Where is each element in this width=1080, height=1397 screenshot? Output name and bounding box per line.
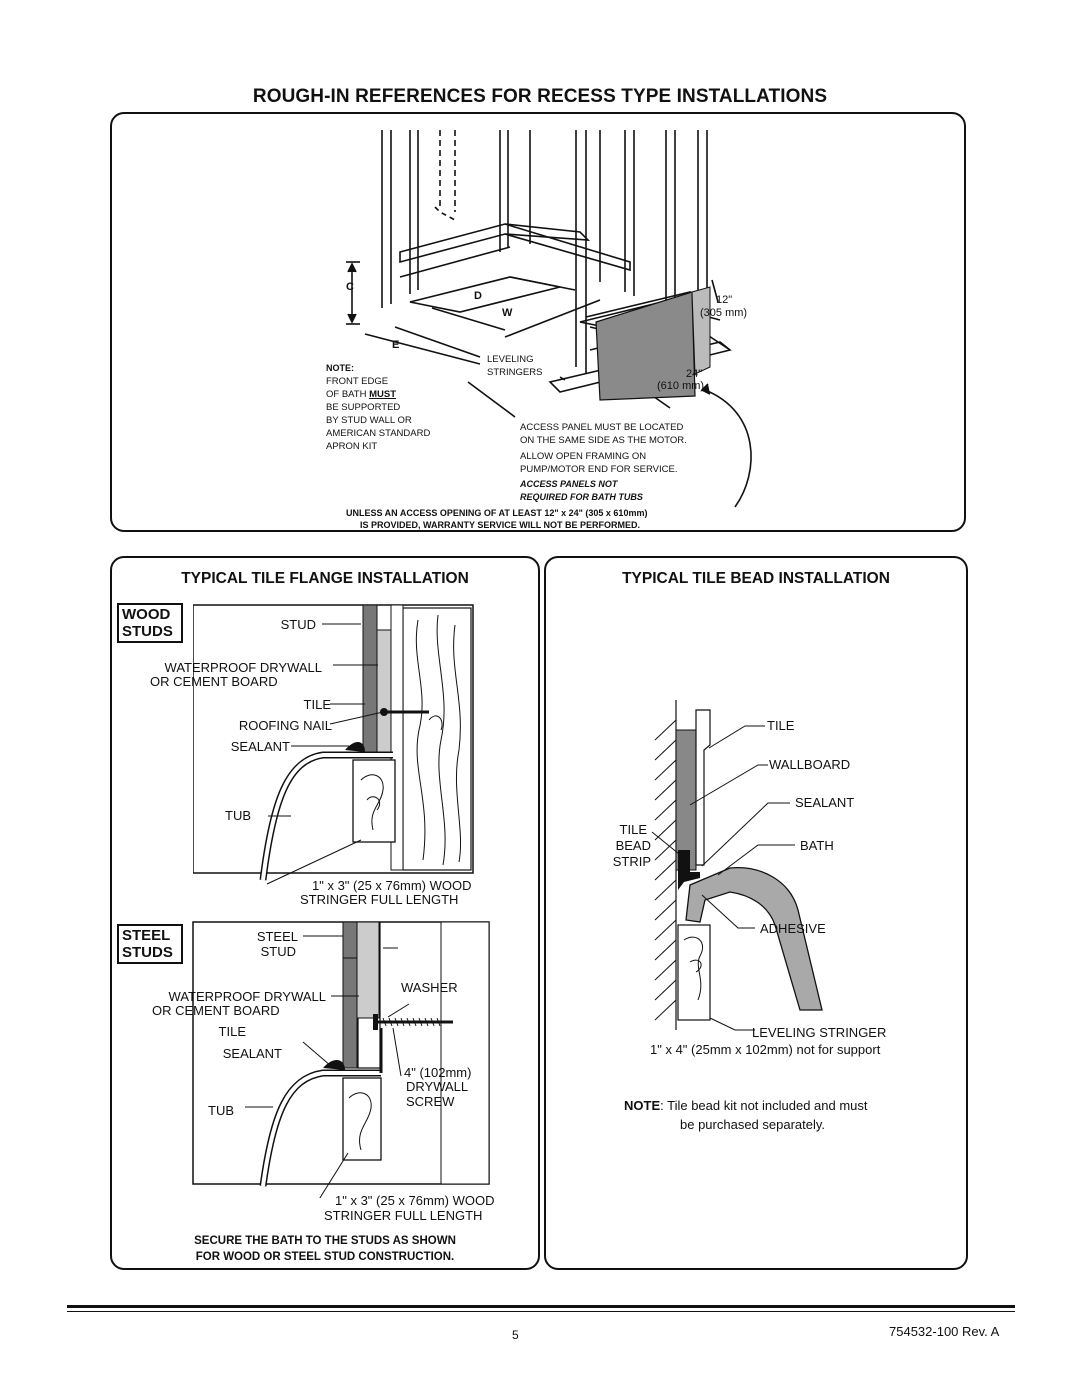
bead-note-label: NOTE (624, 1098, 661, 1113)
bead-note-text: : Tile bead kit not included and must (660, 1098, 868, 1113)
bead-strip-label-1: TILE (619, 822, 647, 837)
footer-rule-bottom (67, 1311, 1015, 1312)
bead-sealant-label: SEALANT (795, 795, 855, 810)
dim-305-label: (305 mm) (700, 307, 748, 319)
note-line-4: BE SUPPORTED (326, 402, 401, 413)
steel-tile-label: TILE (218, 1024, 246, 1039)
dim-12-label: 12" (716, 294, 733, 306)
wood-badge-line-1: WOOD (122, 606, 171, 623)
allow-line-2: PUMP/MOTOR END FOR SERVICE. (520, 464, 678, 475)
wood-sealant-label: SEALANT (230, 739, 290, 754)
access-line-1: ACCESS PANEL MUST BE LOCATED (520, 422, 684, 433)
note-line-5: BY STUD WALL OR (326, 415, 412, 426)
leveling-label-2: STRINGERS (487, 367, 543, 378)
bead-note-line-2: be purchased separately. (680, 1117, 826, 1132)
screw-label-1: 4" (102mm) (404, 1065, 472, 1080)
note-line-2: OF BATH MUST (326, 389, 397, 400)
dim-610-label: (610 mm) (657, 380, 705, 392)
dim-c-label: C (346, 281, 354, 293)
page-title: ROUGH-IN REFERENCES FOR RECESS TYPE INST… (252, 86, 828, 107)
bead-note-line-1: NOTE: Tile bead kit not included and mus… (624, 1098, 868, 1113)
wood-badge-line-2: STUDS (122, 623, 173, 640)
dim-24-label: 24" (686, 368, 703, 380)
wood-stud-label: STUD (280, 617, 316, 632)
not-required-2: REQUIRED FOR BATH TUBS (520, 492, 643, 502)
note-line-6: AMERICAN STANDARD (326, 428, 431, 439)
roofing-nail-label: ROOFING NAIL (238, 718, 332, 733)
screw-label-2: DRYWALL (406, 1079, 469, 1094)
tile-bead-panel (544, 556, 968, 1270)
bead-strip-label-2: BEAD (615, 838, 651, 853)
dim-d-label: D (474, 290, 482, 302)
secure-note-1: SECURE THE BATH TO THE STUDS AS SHOWN (194, 1235, 456, 1247)
steel-studs-badge: STEEL STUDS (117, 924, 183, 964)
wood-drywall-label-2: OR CEMENT BOARD (150, 674, 278, 689)
footer-rule-top (67, 1305, 1015, 1308)
access-line-2: ON THE SAME SIDE AS THE MOTOR. (520, 435, 687, 446)
steel-stud-label-1: STEEL (256, 929, 298, 944)
bead-adhesive-label: ADHESIVE (760, 921, 826, 936)
dim-e-label: E (392, 339, 400, 351)
rough-in-framing-drawing (346, 130, 752, 508)
screw-label-3: SCREW (406, 1094, 455, 1109)
tile-bead-title: TYPICAL TILE BEAD INSTALLATION (622, 570, 890, 587)
wood-stringer-label-2: STRINGER FULL LENGTH (300, 892, 459, 907)
steel-stud-drawing (192, 921, 490, 1198)
doc-number: 754532-100 Rev. A (889, 1324, 1000, 1339)
bead-bath-label: BATH (800, 838, 834, 853)
rough-in-panel (110, 112, 966, 532)
bead-leveling-label: LEVELING STRINGER (752, 1025, 887, 1040)
wood-stringer-label-1: 1" x 3" (25 x 76mm) WOOD (312, 878, 472, 893)
steel-badge-line-1: STEEL (122, 927, 171, 944)
steel-drywall-label-1: WATERPROOF DRYWALL (168, 989, 326, 1004)
note-line-1: FRONT EDGE (326, 376, 389, 387)
warning-line-1: UNLESS AN ACCESS OPENING OF AT LEAST 12"… (346, 508, 648, 518)
dim-w-label: W (502, 307, 513, 319)
washer-label: WASHER (401, 980, 458, 995)
bead-wallboard-label: WALLBOARD (769, 757, 851, 772)
steel-stud-label-2: STUD (260, 944, 296, 959)
not-required-1: ACCESS PANELS NOT (520, 479, 618, 489)
wood-drywall-label-1: WATERPROOF DRYWALL (164, 660, 322, 675)
wood-studs-badge: WOOD STUDS (117, 603, 183, 643)
page-number: 5 (512, 1328, 519, 1342)
wood-stud-drawing (193, 604, 474, 885)
bead-strip-label-3: STRIP (612, 854, 651, 869)
secure-note-2: FOR WOOD OR STEEL STUD CONSTRUCTION. (195, 1251, 455, 1263)
tile-flange-title: TYPICAL TILE FLANGE INSTALLATION (181, 570, 469, 587)
steel-tub-label: TUB (208, 1103, 234, 1118)
steel-drywall-label-2: OR CEMENT BOARD (152, 1003, 280, 1018)
note-label: NOTE: (326, 363, 354, 373)
steel-stringer-label-1: 1" x 3" (25 x 76mm) WOOD (335, 1193, 495, 1208)
wood-tile-label: TILE (303, 697, 331, 712)
tile-bead-drawing (651, 700, 823, 1031)
allow-line-1: ALLOW OPEN FRAMING ON (520, 451, 647, 462)
steel-badge-line-2: STUDS (122, 944, 173, 961)
steel-sealant-label: SEALANT (222, 1046, 282, 1061)
bead-tile-label: TILE (767, 718, 795, 733)
steel-stringer-label-2: STRINGER FULL LENGTH (324, 1208, 483, 1223)
tile-flange-panel (110, 556, 540, 1270)
leveling-label-1: LEVELING (487, 354, 534, 365)
note-line-7: APRON KIT (326, 441, 378, 452)
wood-tub-label: TUB (225, 808, 251, 823)
warning-line-2: IS PROVIDED, WARRANTY SERVICE WILL NOT B… (360, 520, 641, 530)
bead-leveling-note: 1" x 4" (25mm x 102mm) not for support (650, 1042, 881, 1057)
